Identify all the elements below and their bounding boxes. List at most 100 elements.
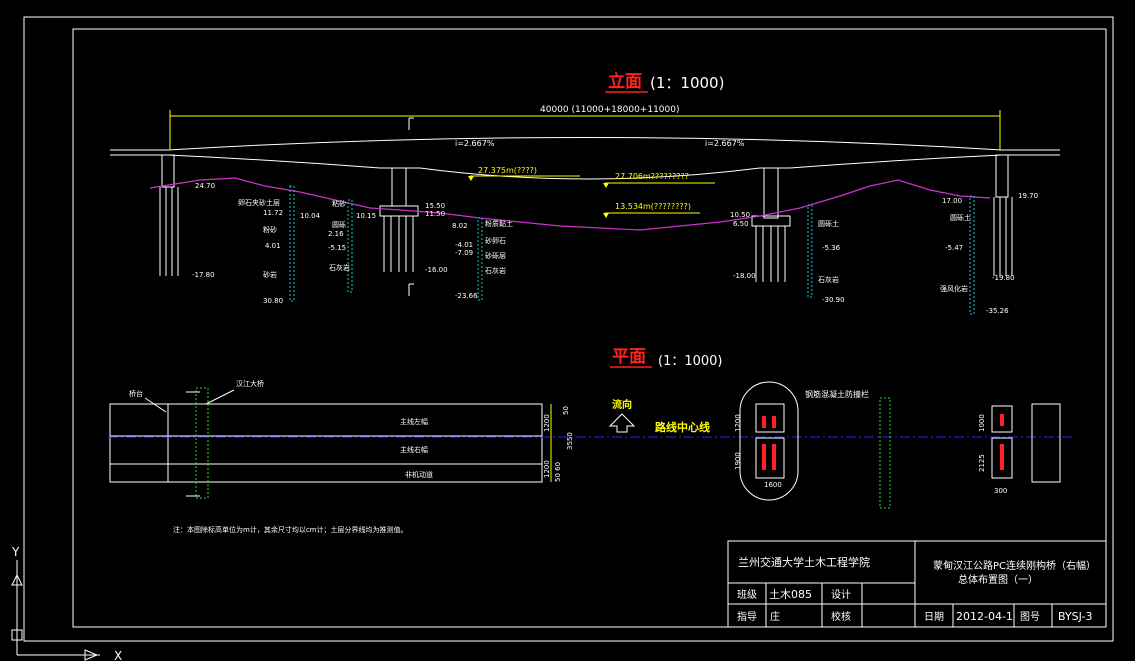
elev-right-abut-b: -5.47 — [945, 244, 963, 252]
elev-bh1-top: 11.72 — [263, 209, 283, 217]
elev-bh1-b: 4.01 — [265, 242, 281, 250]
elev-left-abut-bottom: -17.80 — [192, 271, 215, 279]
plan-label-a: 桥台 — [129, 389, 143, 398]
borehole-4 — [807, 204, 813, 298]
left-abutment-piles — [159, 187, 179, 276]
drawing-note: 注：本图除标高单位为m计，其余尺寸均以cm计；土层分界线均为推测值。 — [173, 525, 408, 534]
soil-label-2: 粉砂 — [263, 225, 277, 234]
pier-1-piles — [383, 216, 414, 272]
plan-dim-5: 50 60 — [554, 462, 562, 482]
elev-bh3-a: 8.02 — [452, 222, 468, 230]
plan-dim-1: 1200 — [543, 414, 551, 432]
drawing-outer-border — [23, 16, 1114, 642]
plan-scale: (1：1000) — [658, 354, 723, 369]
plan-right-bar-1 — [1000, 414, 1004, 426]
water-level-2: 27.706m????????? — [615, 172, 689, 181]
pier-2-piles — [755, 226, 786, 282]
elev-pier1-bottom: -16.00 — [425, 266, 448, 274]
section-mark-top — [408, 117, 414, 130]
title-drawing-no-label: 图号 — [1020, 611, 1040, 623]
soil-label-1: 卵石夹砂土层 — [238, 198, 280, 207]
plan-right-abut-lower — [991, 437, 1013, 479]
plan-pier-bar-1 — [762, 416, 766, 428]
title-project-line1: 蒙甸汉江公路PC连续刚构桥（右幅） — [933, 559, 1096, 572]
elev-bh3-b: -4.01 — [455, 241, 473, 249]
elev-bh1-bottom: 30.80 — [263, 297, 283, 305]
slope-right: i=2.667% — [705, 139, 745, 148]
pier-2-column — [763, 167, 779, 219]
plan-dims-left: 1200 50 3550 1200 50 60 — [543, 404, 574, 482]
plan-dim-3: 3550 — [566, 432, 574, 450]
title-advisor-value: 庄 — [770, 610, 780, 623]
plan-break-mark-1 — [186, 391, 200, 497]
water-triangle-3 — [603, 213, 609, 218]
borehole-5 — [969, 195, 975, 315]
flow-label: 流向 — [612, 398, 632, 411]
plan-leader-b — [205, 389, 235, 405]
title-design-label: 设计 — [831, 588, 851, 601]
plan-pier-bar-3 — [762, 444, 766, 470]
soil-label-7: 粉质黏土 — [485, 219, 513, 228]
borehole-2 — [347, 199, 353, 293]
borehole-1 — [289, 185, 295, 302]
plan-pier-dim-1: 1200 — [734, 414, 742, 432]
slope-left: i=2.667% — [455, 139, 495, 148]
elevation-labels: 24.70 -17.80 11.72 10.04 4.01 30.80 10.1… — [192, 182, 1038, 315]
soil-label-11: 圆砾土 — [818, 219, 839, 228]
elev-right-abut-bottom: -35.26 — [986, 307, 1009, 315]
elev-bh3-c: -7.09 — [455, 249, 473, 257]
water-triangle-1 — [468, 176, 474, 181]
elev-bh2-b: 2.16 — [328, 230, 344, 238]
soil-label-9: 砂砾层 — [485, 251, 506, 260]
title-drawing-no-value: BYSJ-3 — [1058, 610, 1092, 623]
soil-label-6: 石灰岩 — [329, 263, 350, 272]
plan-dim-4: 1200 — [543, 460, 551, 478]
pier-1-column — [391, 167, 407, 207]
elev-right-abut-top: 17.00 — [942, 197, 962, 205]
plan-lane-bottom: 非机动道 — [405, 470, 433, 479]
soil-label-13: 圆砾土 — [950, 213, 971, 222]
elev-bh1-a: 10.04 — [300, 212, 321, 220]
plan-right-deck — [1031, 403, 1061, 483]
elev-bh3-bottom: -23.66 — [455, 292, 478, 300]
elev-left-abut-top: 24.70 — [195, 182, 215, 190]
left-abutment — [161, 154, 175, 188]
total-dimension-text: 40000 (11000+18000+11000) — [540, 105, 680, 115]
plan-view: 平面 (1：1000) 主线左幅 主线右幅 非机动道 桥台 汉江大桥 1200 … — [108, 347, 1072, 509]
plan-pier-outline — [739, 381, 799, 501]
plan-right-bar-2 — [1000, 444, 1004, 470]
plan-pier-label: 钢筋混凝土防撞栏 — [805, 389, 869, 399]
soil-label-4: 粘砂 — [332, 199, 346, 208]
elev-bh2-a: 10.15 — [356, 212, 376, 220]
plan-right-dim-2: 2125 — [978, 454, 986, 472]
soil-label-3: 砂岩 — [263, 270, 277, 279]
soil-label-12: 石灰岩 — [818, 275, 839, 284]
elev-bh2-c: -5.15 — [328, 244, 346, 252]
elev-pier1-b: 11.50 — [425, 210, 445, 218]
section-mark-bottom — [408, 283, 414, 296]
plan-title: 平面 — [612, 347, 646, 367]
plan-lane-mid: 主线右幅 — [400, 445, 428, 454]
elev-pier1-top: 15.50 — [425, 202, 445, 210]
water-level-3: 13.534m(????????) — [615, 202, 691, 211]
water-level-1: 27.375m(????) — [478, 166, 537, 175]
elev-pier2-b: 6.50 — [733, 220, 749, 228]
plan-label-b: 汉江大桥 — [236, 379, 264, 388]
water-triangle-2 — [603, 183, 609, 188]
elevation-view: 立面 (1：1000) 40000 (11000+18000+11000) i=… — [110, 71, 1060, 315]
elev-pier2-top: 10.50 — [730, 211, 750, 219]
plan-abutment-hatch — [195, 387, 209, 499]
title-project-line2: 总体布置图（一） — [958, 573, 1038, 586]
elevation-title: 立面 — [608, 71, 642, 92]
elev-right-abut-c: -19.80 — [992, 274, 1015, 282]
bridge-deck-top — [110, 137, 1060, 151]
plan-pier-lower — [755, 437, 785, 479]
plan-pier-dims: 1200 1900 1600 — [734, 414, 782, 489]
plan-pier-bar-4 — [772, 444, 776, 470]
title-school: 兰州交通大学土木工程学院 — [738, 555, 870, 569]
flow-arrow-icon — [608, 413, 636, 433]
plan-leader-a — [144, 397, 167, 413]
borehole-3 — [477, 217, 483, 301]
title-block — [727, 540, 1107, 628]
